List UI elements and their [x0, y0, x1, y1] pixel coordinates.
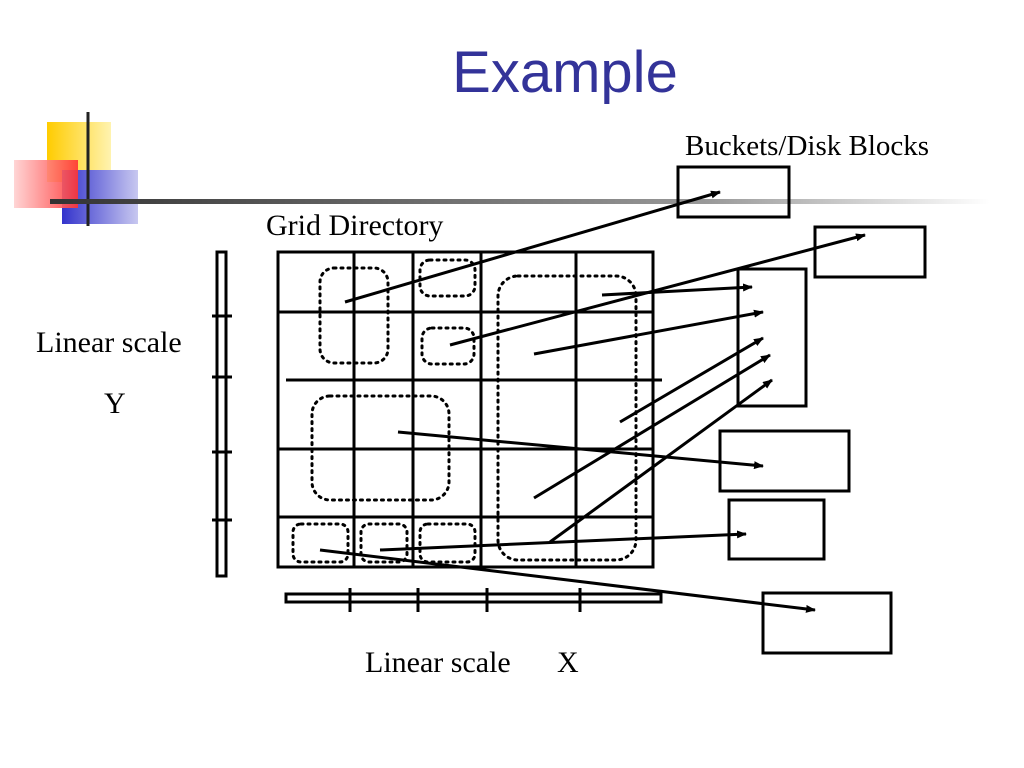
bucket-regions — [291, 258, 638, 564]
slide-title: Example — [452, 40, 678, 105]
linear-scale-x-bar — [284, 588, 663, 612]
disk-block-1 — [676, 165, 791, 219]
disk-blocks — [676, 165, 927, 655]
x-axis-label: X — [557, 646, 579, 679]
disk-block-4 — [718, 429, 851, 493]
disk-block-2 — [813, 225, 927, 279]
grid-directory-label: Grid Directory — [266, 209, 444, 242]
pointer-arrows — [319, 190, 866, 613]
y-axis-label: Y — [104, 387, 126, 420]
deco-horizontal-line — [50, 199, 990, 204]
grid-directory — [276, 250, 662, 569]
disk-block-5 — [727, 498, 826, 561]
linear-scale-x-label: Linear scale — [365, 646, 511, 679]
buckets-label: Buckets/Disk Blocks — [685, 130, 930, 162]
linear-scale-y-bar — [212, 250, 232, 578]
disk-block-6 — [761, 591, 893, 655]
disk-block-3 — [736, 267, 808, 408]
linear-scale-y-label: Linear scale — [36, 326, 182, 359]
